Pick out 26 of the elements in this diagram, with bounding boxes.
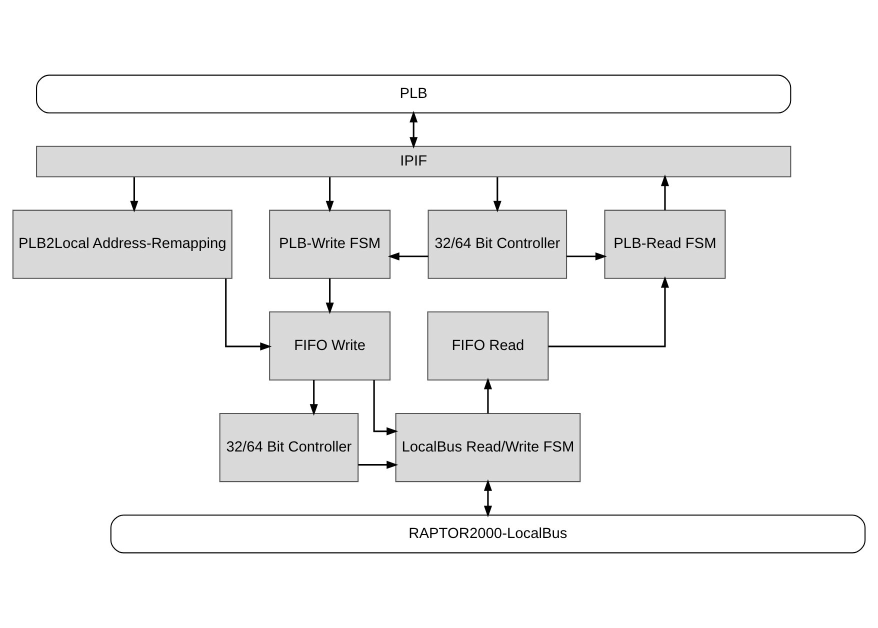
node-box: PLB2Local Address-Remapping xyxy=(12,210,232,279)
arrow xyxy=(388,252,428,260)
node-box: FIFO Write xyxy=(269,311,391,380)
node-box: PLB xyxy=(36,74,792,114)
arrow xyxy=(326,278,334,314)
arrow xyxy=(225,278,272,351)
arrow xyxy=(326,177,334,212)
node-box: PLB-Read FSM xyxy=(604,210,726,279)
arrow xyxy=(358,460,398,469)
arrow xyxy=(130,177,138,212)
node-box: PLB-Write FSM xyxy=(269,210,391,279)
node-box: IPIF xyxy=(36,146,792,178)
arrow xyxy=(484,378,492,414)
node-box: FIFO Read xyxy=(427,311,549,380)
arrow xyxy=(373,380,398,436)
node-box: RAPTOR2000-LocalBus xyxy=(110,514,866,554)
node-box: 32/64 Bit Controller xyxy=(428,210,568,279)
node-box: 32/64 Bit Controller xyxy=(219,412,359,482)
arrow xyxy=(660,174,670,210)
arrow xyxy=(410,110,418,149)
arrow xyxy=(493,177,502,212)
arrow xyxy=(484,479,492,518)
arrow xyxy=(566,252,607,260)
arrow xyxy=(310,380,318,416)
node-box: LocalBus Read/Write FSM xyxy=(395,412,581,482)
arrow xyxy=(548,276,670,348)
